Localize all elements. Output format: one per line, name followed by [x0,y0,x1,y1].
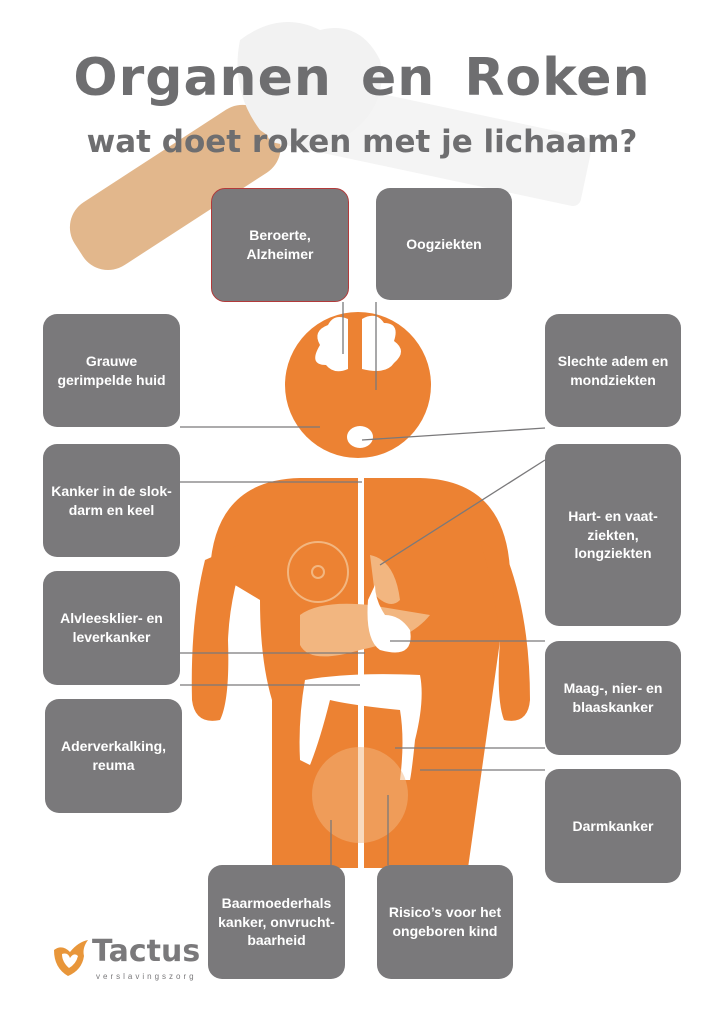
label-darmkanker: Darmkanker [545,769,681,883]
page-title: Organen en Roken [73,48,651,108]
label-beroerte: Beroerte, Alzheimer [211,188,349,302]
label-ongeboren-kind: Risico’s voor het ongeboren kind [377,865,513,979]
label-aderverkalking: Aderverkalking, reuma [45,699,182,813]
label-huid: Grauwe gerimpelde huid [43,314,180,427]
brain-right [362,315,401,371]
label-oogziekten: Oogziekten [376,188,512,300]
flame-heart-icon [54,940,88,976]
brain-left [315,317,348,372]
label-hart: Hart- en vaat- ziekten, longziekten [545,444,681,626]
label-alvleesklier: Alvleesklier- en leverkanker [43,571,180,685]
label-slokdarm: Kanker in de slok- darm en keel [43,444,180,557]
label-baarmoederhals: Baarmoederhals kanker, onvrucht- baarhei… [208,865,345,979]
mouth [347,426,373,448]
cigarette-illustration [69,22,593,271]
label-maag: Maag-, nier- en blaaskanker [545,641,681,755]
logo-tagline: verslavingszorg [96,972,197,981]
page-subtitle: wat doet roken met je lichaam? [86,124,638,160]
logo-name: Tactus [92,934,201,969]
label-adem: Slechte adem en mondziekten [545,314,681,427]
